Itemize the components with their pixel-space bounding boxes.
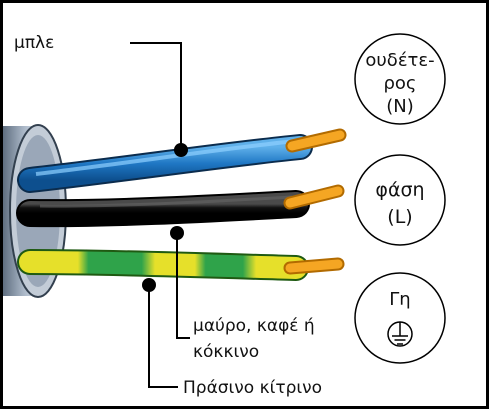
label-green-yellow-wire: Πράσινο κίτρινο: [183, 378, 322, 398]
terminal-neutral-line3: (N): [386, 96, 414, 117]
terminal-neutral-line1: ουδέτε-: [365, 50, 434, 71]
black-wire: [16, 190, 310, 228]
blue-wire-core: [285, 128, 347, 153]
terminal-phase: φάση (L): [354, 154, 446, 246]
terminal-neutral-line2: ρος: [383, 73, 416, 94]
green-yellow-wire-core: [283, 257, 345, 275]
terminal-phase-line2: (L): [387, 206, 412, 228]
terminal-phase-line1: φάση: [375, 179, 424, 201]
blue-wire: [17, 134, 313, 193]
label-black-wire-line2: κόκκινο: [193, 342, 259, 362]
green-yellow-wire: [17, 249, 309, 281]
label-black-wire-line1: μαύρο, καφέ ή: [193, 316, 315, 336]
terminal-neutral: ουδέτε- ρος (N): [354, 33, 446, 125]
leader-black: [170, 226, 190, 339]
terminal-earth-label: Γη: [389, 289, 410, 310]
leader-green-yellow: [142, 278, 178, 388]
leader-blue: [130, 42, 188, 157]
earth-ground-icon: [387, 321, 413, 347]
black-wire-core: [283, 184, 345, 210]
label-blue-wire: μπλε: [14, 33, 54, 53]
terminal-earth: Γη: [354, 272, 446, 364]
